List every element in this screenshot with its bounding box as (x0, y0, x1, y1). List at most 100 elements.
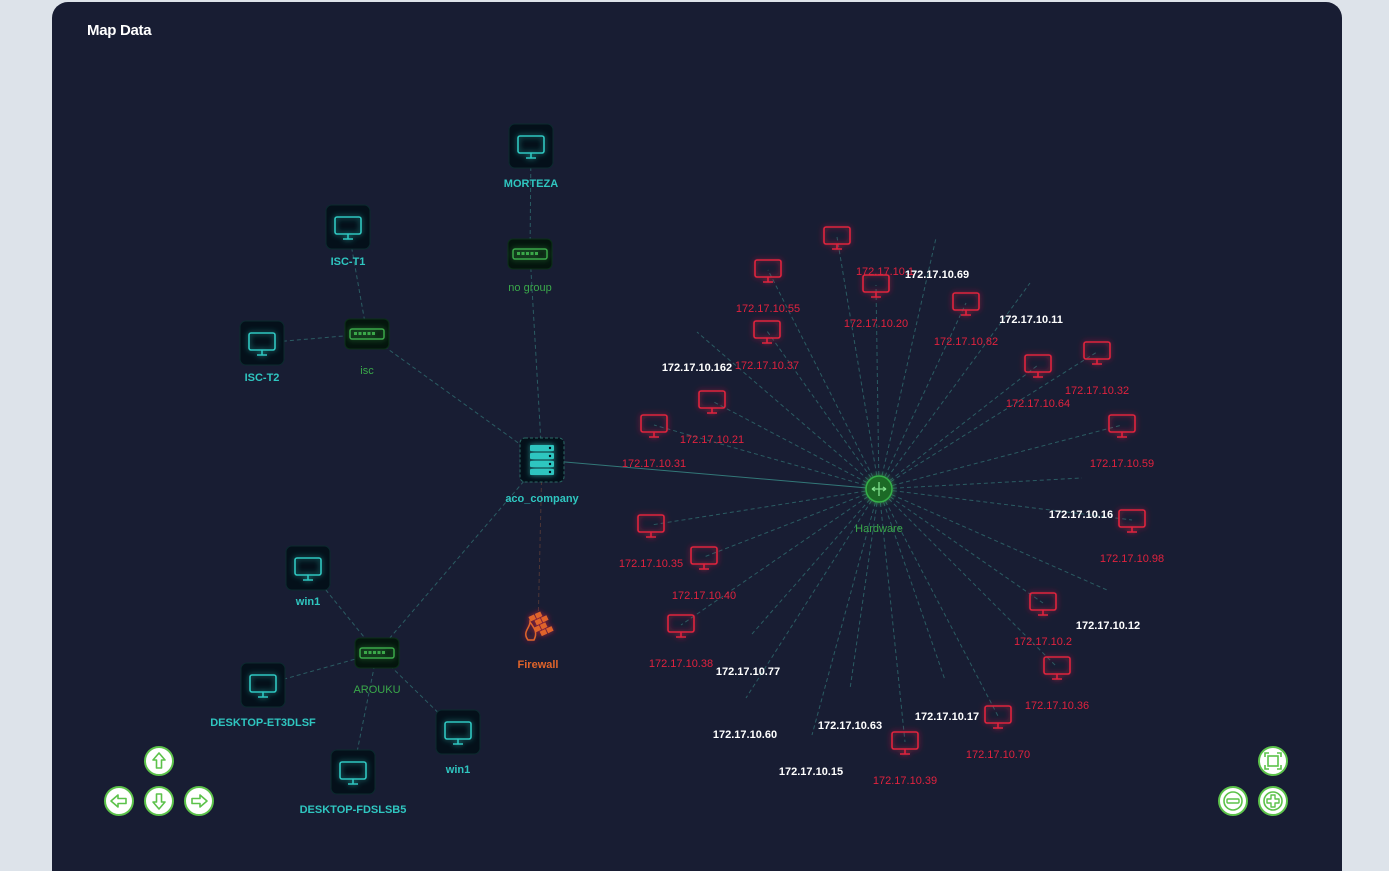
edge-hardware-r98 (878, 488, 1133, 521)
edge-hardware-r40 (703, 488, 880, 558)
node-r32[interactable]: 172.17.10.32 (1065, 341, 1129, 397)
edge-hardware-w12 (878, 488, 1108, 591)
node-r2[interactable]: 172.17.10.2 (1014, 592, 1072, 648)
edge-hardware-w60 (745, 488, 880, 699)
node-r98[interactable]: 172.17.10.98 (1100, 509, 1164, 565)
fit-screen-icon (1264, 752, 1282, 770)
edge-nogroup-aco (529, 253, 543, 461)
node-r31[interactable]: 172.17.10.31 (622, 414, 686, 470)
zoom-out-button[interactable] (1218, 786, 1248, 816)
pan-left-button[interactable] (104, 786, 134, 816)
arrow-left-icon (110, 794, 127, 808)
node-r64[interactable]: 172.17.10.64 (1006, 354, 1070, 410)
node-label: win1 (295, 596, 320, 608)
node-label: Firewall (518, 659, 559, 671)
node-w77: 172.17.10.77 (716, 666, 780, 678)
edge-hardware-r70 (878, 488, 999, 717)
node-label: DESKTOP-ET3DLSF (210, 717, 316, 729)
node-label: 172.17.10.21 (680, 434, 744, 446)
pan-up-button[interactable] (144, 746, 174, 776)
edge-aco-arouku (376, 459, 543, 654)
edge-hardware-w11 (878, 282, 1031, 490)
node-w12: 172.17.10.12 (1076, 620, 1140, 632)
edge-hardware-r64 (878, 364, 1039, 490)
pan-down-button[interactable] (144, 786, 174, 816)
node-isct2[interactable]: ISC-T2 (239, 320, 285, 384)
zoom-in-button[interactable] (1258, 786, 1288, 816)
node-label: 172.17.10.35 (619, 558, 683, 570)
arrow-right-icon (191, 794, 208, 808)
node-w60: 172.17.10.60 (713, 729, 777, 741)
node-isc[interactable]: isc (344, 318, 390, 377)
edge-isc-aco (366, 333, 543, 461)
edge-aco-hardware (541, 459, 880, 490)
node-label: 172.17.10.32 (1065, 385, 1129, 397)
plus-icon (1263, 791, 1283, 811)
pan-right-button[interactable] (184, 786, 214, 816)
node-r40[interactable]: 172.17.10.40 (672, 546, 736, 602)
node-label: ISC-T2 (245, 372, 280, 384)
node-win1b[interactable]: win1 (435, 709, 481, 776)
edge-hardware-r35 (650, 488, 880, 526)
node-r1[interactable]: 172.17.10.1 (823, 226, 914, 278)
node-label: 172.17.10.11 (999, 314, 1063, 326)
edge-hardware-w17 (878, 488, 946, 681)
node-r35[interactable]: 172.17.10.35 (619, 514, 683, 570)
node-r21[interactable]: 172.17.10.21 (680, 390, 744, 446)
arrow-up-icon (152, 752, 166, 769)
node-r70[interactable]: 172.17.10.70 (966, 705, 1030, 761)
panel-title: Map Data (87, 22, 152, 39)
node-label: 172.17.10.60 (713, 729, 777, 741)
node-isct1[interactable]: ISC-T1 (325, 204, 371, 268)
node-arouku[interactable]: AROUKU (353, 637, 401, 696)
node-label: 172.17.10.98 (1100, 553, 1164, 565)
node-r59[interactable]: 172.17.10.59 (1090, 414, 1154, 470)
node-label: 172.17.10.31 (622, 458, 686, 470)
node-firewall[interactable]: Firewall (518, 611, 559, 671)
node-r38[interactable]: 172.17.10.38 (649, 614, 713, 670)
node-win1a[interactable]: win1 (285, 545, 331, 608)
node-desktop1[interactable]: DESKTOP-ET3DLSF (210, 662, 316, 729)
node-r36[interactable]: 172.17.10.36 (1025, 656, 1089, 712)
node-label: 172.17.10.37 (735, 360, 799, 372)
node-label: 172.17.10.2 (1014, 636, 1072, 648)
edge-hardware-w63 (849, 488, 880, 690)
node-label: 172.17.10.64 (1006, 398, 1070, 410)
node-r20[interactable]: 172.17.10.20 (844, 274, 908, 330)
node-r39[interactable]: 172.17.10.39 (873, 731, 937, 787)
node-morteza[interactable]: MORTEZA (504, 123, 558, 190)
node-desktop2[interactable]: DESKTOP-FDSLSB5 (300, 749, 407, 816)
fit-screen-button[interactable] (1258, 746, 1288, 776)
edge-hardware-r1 (836, 236, 880, 490)
node-label: DESKTOP-FDSLSB5 (300, 804, 407, 816)
node-r37[interactable]: 172.17.10.37 (735, 320, 799, 372)
node-hardware[interactable]: Hardware (855, 475, 903, 535)
node-label: no group (508, 282, 551, 294)
node-label: 172.17.10.55 (736, 303, 800, 315)
node-w17: 172.17.10.17 (915, 711, 979, 723)
node-label: isc (360, 365, 374, 377)
edge-hardware-r2 (878, 488, 1044, 604)
edge-hardware-w77 (751, 488, 880, 635)
edge-hardware-w15 (811, 488, 880, 736)
edge-hardware-w69 (878, 237, 937, 490)
node-nogroup[interactable]: no group (507, 238, 553, 294)
node-label: 172.17.10.39 (873, 775, 937, 787)
node-w63: 172.17.10.63 (818, 720, 882, 732)
node-aco[interactable]: aco_company (505, 437, 580, 505)
node-label: 172.17.10.20 (844, 318, 908, 330)
node-r55[interactable]: 172.17.10.55 (736, 259, 800, 315)
minus-icon (1223, 791, 1243, 811)
node-w15: 172.17.10.15 (779, 766, 843, 778)
node-label: 172.17.10.12 (1076, 620, 1140, 632)
node-r82[interactable]: 172.17.10.82 (934, 292, 998, 348)
edge-hardware-r21 (711, 400, 880, 490)
node-label: 172.17.10.15 (779, 766, 843, 778)
node-label: 172.17.10.16 (1049, 509, 1113, 521)
node-label: win1 (445, 764, 470, 776)
arrow-down-icon (152, 793, 166, 810)
edge-hardware-r37 (766, 330, 880, 490)
